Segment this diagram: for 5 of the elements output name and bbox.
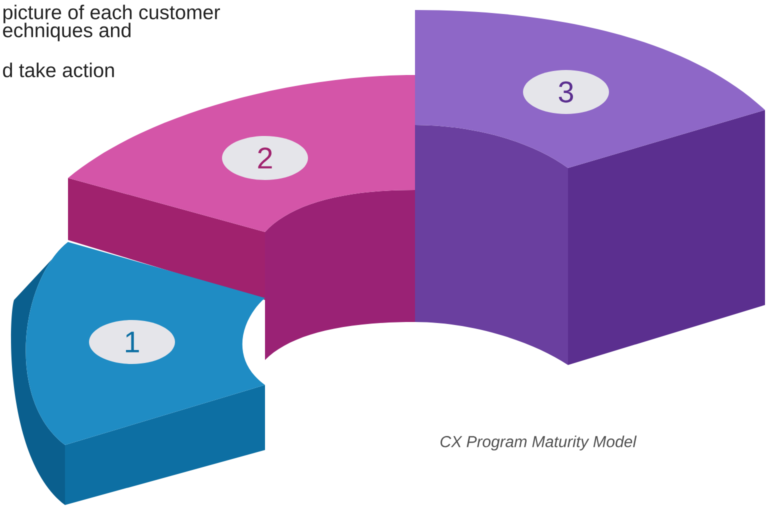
caption: CX Program Maturity Model <box>440 436 637 450</box>
body-text: echniques and <box>3 22 130 42</box>
body-text: d take action <box>3 62 114 78</box>
number-badge: 3 <box>523 70 609 114</box>
body-text: picture of each customer <box>4 4 220 24</box>
